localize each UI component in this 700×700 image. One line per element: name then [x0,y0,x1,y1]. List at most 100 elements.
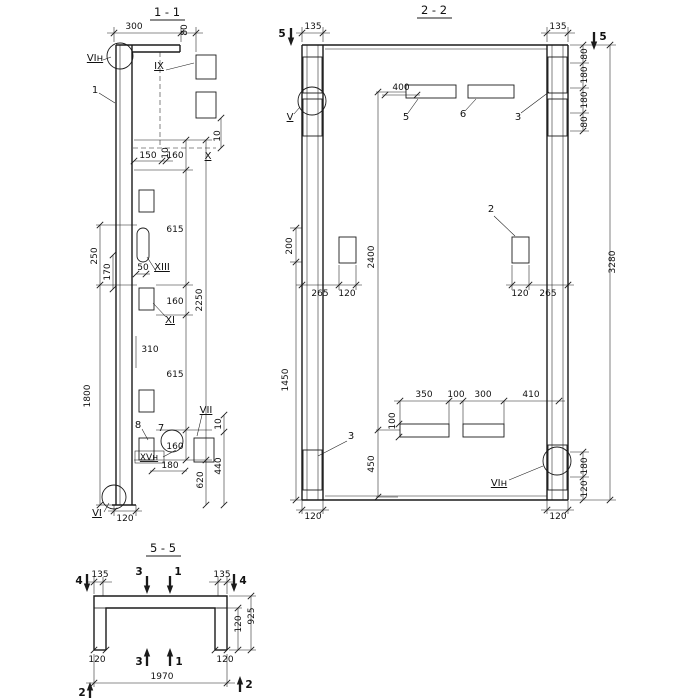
cut-label-3-top: 3 [135,566,142,578]
dim-135-l: 135 [91,570,108,580]
dim-10-top: 10 [213,130,223,142]
mark-xv-box [134,450,165,464]
dim-120-bot: 120 [116,514,133,524]
section-1-1-title: 1 - 1 [154,5,180,19]
cut-marks-5 [287,28,598,50]
s22-dim-ticks [292,29,614,514]
lifting-slot [136,227,150,263]
cut-label-3-bottom: 3 [135,656,142,668]
detail-circle-vi [542,446,572,476]
dim-170: 170 [103,263,113,280]
channel-left-leg-hatch [93,607,107,651]
dim-250: 250 [90,247,100,264]
embed-plate-left [338,236,357,264]
dim-135-r: 135 [213,570,230,580]
dim-265-right: 265 [539,289,556,299]
part-label-1: 1 [92,85,98,96]
channel-flange-hatch [93,595,228,609]
rib-hatch-right-top-1 [547,56,568,94]
part-label-2: 2 [488,204,494,215]
section-5-5: 5 - 5 [75,541,257,699]
channel-right-leg-hatch [214,607,228,651]
channel-outline [93,595,228,651]
dim-180-low: 180 [161,461,178,471]
rib-hatch-left-top-1 [302,56,323,94]
mark-vi-bottom-right: VIн [491,478,507,489]
dim-615-b: 615 [166,370,183,380]
dim-440: 440 [214,457,224,474]
part-label-7: 7 [158,423,164,434]
part-label-3-bottom: 3 [348,431,354,442]
part-label-6: 6 [460,109,466,120]
section-5-5-title: 5 - 5 [150,541,176,555]
dim-3280: 3280 [608,250,618,273]
dim-620: 620 [196,471,206,488]
dim-1800: 1800 [83,384,93,407]
mark-xiii: XIII [154,262,170,273]
dim-120-bl: 120 [88,655,105,665]
dim-300: 300 [125,22,142,32]
embed-plate-3 [138,389,155,413]
dim-10-low: 10 [214,418,224,430]
cut-label-1-top: 1 [174,566,181,578]
detail-circle-vi-top [106,42,134,70]
dim-180-b: 180 [580,91,590,108]
embed-plate-ix-1 [195,54,217,80]
detail-circle-v [297,86,327,116]
dim-150: 150 [139,151,156,161]
dim-135-right: 135 [549,22,566,32]
embed-bar-5 [405,84,457,99]
mark-xv: XVн [140,453,158,463]
rib-hatch-right-top-2 [547,98,568,137]
embed-plate-2 [138,287,155,311]
mark-v: V [287,112,294,123]
dim-615-a: 615 [166,225,183,235]
embed-plate-vii [193,437,215,463]
part-label-8: 8 [135,420,141,431]
dim-160-b: 160 [166,297,183,307]
embed-plate-ix-2 [195,91,217,119]
dim-1450: 1450 [281,368,291,391]
construction-dashed-lines [133,52,216,149]
dim-120-br: 120 [216,655,233,665]
dim-50: 50 [137,263,149,273]
dim-80-a: 80 [580,48,590,60]
s55-dim-ticks [90,578,255,687]
dim-200: 200 [285,237,295,254]
cut-label-4-right: 4 [239,575,246,587]
dim-925: 925 [247,607,257,624]
dim-160-c: 160 [166,442,183,452]
dim-100-v: 100 [388,412,398,429]
dim-1970: 1970 [151,672,174,682]
cut-label-4-left: 4 [75,575,82,587]
part-label-3-top: 3 [515,112,521,123]
embed-bar-bottom-1 [399,423,450,438]
dim-350: 350 [415,390,432,400]
cut-label-2-left: 2 [78,687,85,699]
s11-leaders [98,56,203,513]
dim-400: 400 [392,83,409,93]
embed-plate-1 [138,189,155,213]
dim-2250: 2250 [195,288,205,311]
dim-2400: 2400 [367,245,377,268]
embed-bar-6 [467,84,515,99]
cut-label-5-right: 5 [599,31,606,43]
dim-120-left: 120 [338,289,355,299]
dim-310: 310 [141,345,158,355]
s11-dimension-lines [96,27,225,516]
dim-300-b: 300 [474,390,491,400]
dim-450: 450 [367,455,377,472]
dim-180-a: 180 [580,66,590,83]
dim-120-br: 120 [549,512,566,522]
section-2-2-title: 2 - 2 [421,3,447,17]
mark-ix: IX [154,61,164,72]
dim-120-right: 120 [511,289,528,299]
s55-dimension-lines [86,577,256,687]
part-label-5: 5 [403,112,409,123]
mark-vi-bottom: VI [92,508,102,519]
rib-hatch-left-bottom [302,449,323,491]
dim-120-rb: 120 [580,480,590,497]
dim-160-a: 160 [166,151,183,161]
